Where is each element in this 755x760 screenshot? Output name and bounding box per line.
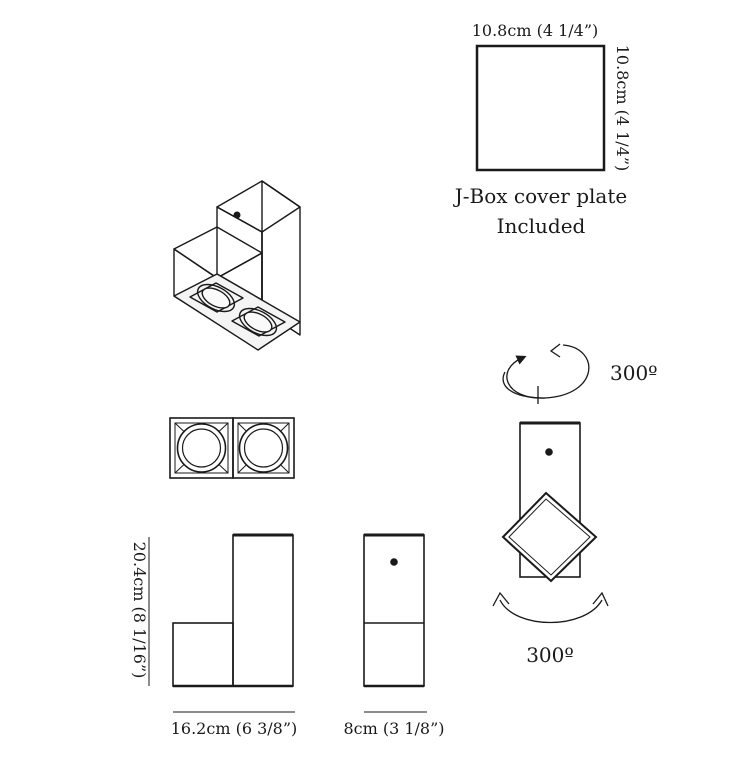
iso-lens-2 [238, 307, 278, 337]
side-width-label: 8cm (3 1/8”) [343, 719, 444, 738]
jbox-caption-line2: Included [497, 214, 586, 238]
vertical-rotation-head-left [492, 591, 510, 607]
front-head [172, 622, 234, 687]
iso-lens-1 [196, 283, 236, 313]
jbox-width-label: 10.8cm (4 1/4”) [472, 21, 599, 40]
rotation-screw-dot [545, 448, 553, 456]
vertical-rotation-head-right [592, 591, 609, 607]
vertical-rotation-label: 300º [526, 643, 574, 667]
side-elevation [363, 533, 425, 688]
bottom-view [169, 417, 295, 479]
front-width-dimension: 16.2cm (6 3/8”) [171, 711, 298, 738]
front-width-label: 16.2cm (6 3/8”) [171, 719, 298, 738]
horizontal-rotation-arc-a [506, 344, 590, 399]
jbox-height-label: 10.8cm (4 1/4”) [613, 45, 632, 172]
side-screw-dot [390, 558, 398, 566]
iso-bottom-face [173, 273, 301, 351]
rotate-vertical-arrow-icon [492, 591, 609, 624]
horizontal-rotation-arc-b [502, 371, 546, 399]
iso-head-top [173, 226, 263, 279]
jbox-caption-line1: J-Box cover plate [453, 184, 627, 208]
bottom-cell-1-inner [174, 422, 229, 474]
height-label: 20.4cm (8 1/16”) [130, 542, 149, 679]
rotated-head-inner [508, 498, 591, 576]
front-tall-body [232, 534, 294, 687]
side-width-dimension: 8cm (3 1/8”) [343, 711, 445, 738]
horizontal-rotation-head [549, 343, 561, 358]
bottom-lens-1-inner [181, 428, 222, 468]
height-dimension: 20.4cm (8 1/16”) [130, 537, 150, 686]
vertical-rotation-arc [499, 599, 603, 624]
front-elevation [172, 533, 294, 688]
iso-lens-2-inner [243, 311, 273, 333]
iso-lens-1-inner [201, 287, 231, 309]
jbox-square [475, 44, 606, 172]
iso-top-face [216, 180, 301, 233]
jbox-cover-plate: 10.8cm (4 1/4”) 10.8cm (4 1/4”) J-Box co… [453, 21, 632, 238]
bottom-cell-2 [232, 417, 295, 479]
rotate-horizontal-arrow-icon [502, 343, 590, 404]
rotation-view [501, 421, 598, 583]
horizontal-rotation-label: 300º [610, 361, 658, 385]
rotated-head [501, 491, 598, 583]
bottom-cell-2-inner [237, 422, 290, 474]
bottom-lens-2-inner [243, 428, 284, 468]
iso-screw-dot [233, 211, 241, 219]
isometric-view [173, 180, 301, 351]
side-body [363, 534, 425, 687]
